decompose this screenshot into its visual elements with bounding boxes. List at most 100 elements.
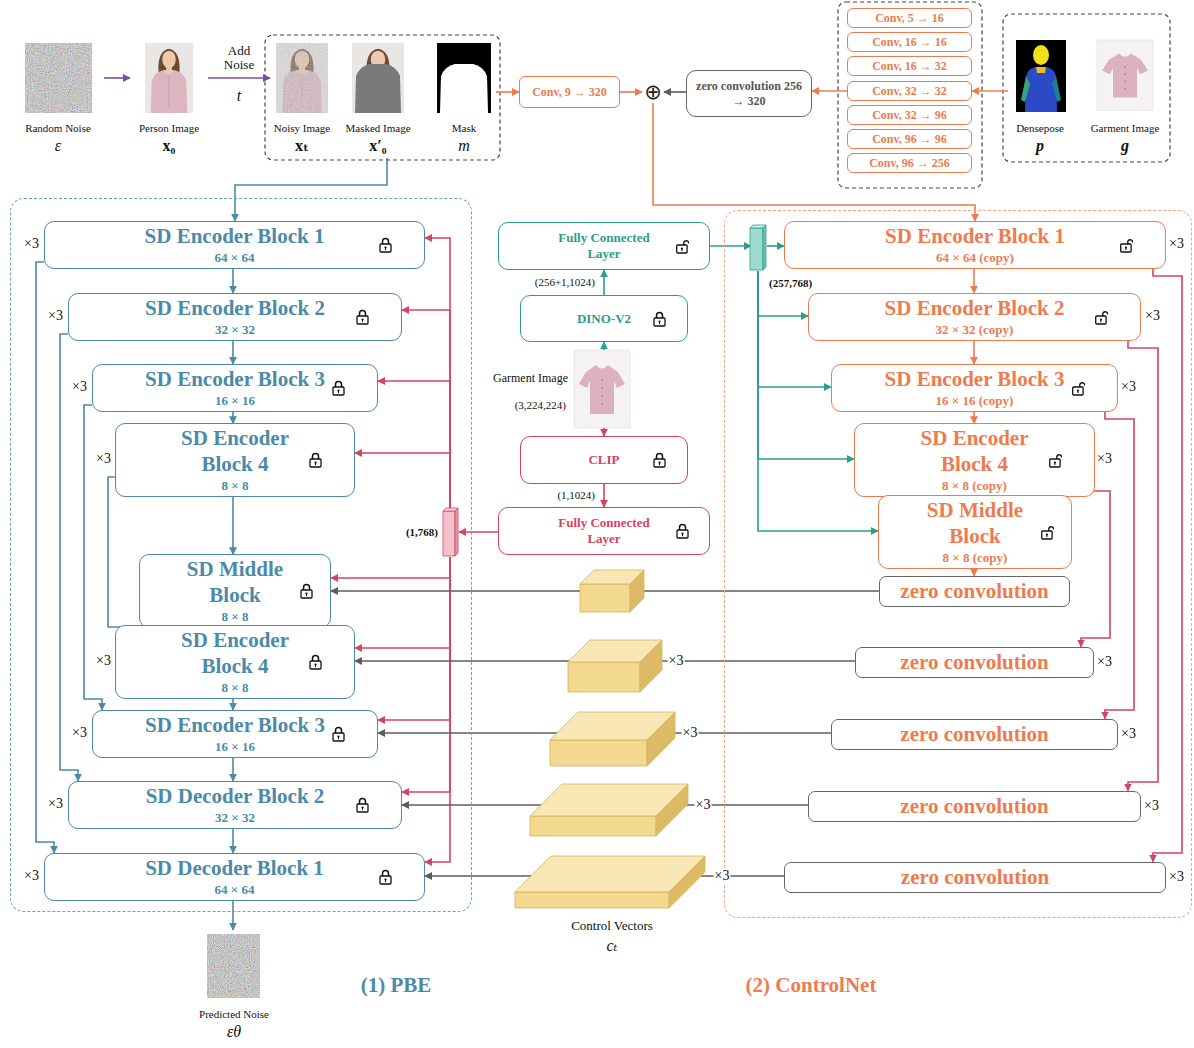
repeat-count: ×3 xyxy=(47,308,64,323)
unet-block-copy: SD Encoder Block 48 × 8 (copy) xyxy=(854,423,1095,496)
node-text: xₜ xyxy=(295,136,309,155)
connector-arrow xyxy=(104,77,130,79)
connector-arrow xyxy=(108,477,126,627)
node-text: SD Decoder Block 1 xyxy=(145,856,324,882)
connector-arrow xyxy=(232,497,234,555)
node-text: 8 × 8 (copy) xyxy=(943,550,1008,566)
connector-arrow xyxy=(459,531,498,533)
node-text: (1,768) xyxy=(406,526,438,539)
node-text: SD Middle Block xyxy=(174,557,296,608)
conv-box: Conv, 32 → 96 xyxy=(847,105,972,126)
repeat-count: ×3 xyxy=(95,653,112,668)
annotation-label: cₜ xyxy=(605,937,618,955)
connector-arrow xyxy=(60,334,78,781)
connector-arrow xyxy=(36,262,54,853)
zero-conv-box: zero convolution xyxy=(784,862,1166,894)
connector-arrow xyxy=(973,269,975,293)
node-text: (3,224,224) xyxy=(515,399,566,412)
control-vector-cuboid xyxy=(647,712,675,766)
zero-conv-box: zero convolution xyxy=(831,719,1118,751)
connector-arrow xyxy=(664,91,686,93)
node-text: Conv, 96 → 96 xyxy=(872,132,947,147)
image-thumbnail: Denseposep xyxy=(1008,40,1072,158)
lock-icon xyxy=(309,452,322,468)
node-text: m xyxy=(458,136,470,155)
node-text: ε xyxy=(55,136,61,155)
feature-vector: (1,768) xyxy=(444,509,459,557)
feature-vector-bar xyxy=(750,228,763,270)
connector-arrow xyxy=(972,90,1008,92)
feature-vector-bar xyxy=(763,225,766,270)
node-text: zero convolution xyxy=(900,794,1048,820)
connector-arrow xyxy=(973,412,975,424)
node-text: SD Encoder Block 4 xyxy=(165,628,305,679)
node-text: SD Middle Block xyxy=(913,498,1037,549)
connector-arrow xyxy=(603,484,605,507)
node-text: 32 × 32 (copy) xyxy=(936,322,1014,338)
connector-arrow xyxy=(710,245,751,247)
node-text: 64 × 64 xyxy=(215,250,255,266)
image-thumbnail: Maskm xyxy=(432,40,496,158)
connector-arrow xyxy=(232,699,234,711)
node-text: Person Image xyxy=(139,122,199,135)
conv-box: Conv, 32 → 32 xyxy=(847,81,972,102)
unet-block: SD Middle Block8 × 8 xyxy=(139,554,331,627)
node-text: zero convolution xyxy=(900,650,1048,676)
connector-arrow xyxy=(355,557,450,648)
control-vector-cuboid xyxy=(640,640,662,692)
lock-icon xyxy=(379,237,392,253)
edge-label: ×3 xyxy=(714,868,731,883)
unet-block: SD Decoder Block 232 × 32 xyxy=(68,781,402,829)
node-text: SD Encoder Block 1 xyxy=(145,224,325,250)
repeat-count: ×3 xyxy=(1120,379,1137,394)
unlock-icon xyxy=(1049,452,1062,468)
node-text: x₀ xyxy=(163,136,176,155)
feature-vector: (257,768) xyxy=(751,226,767,271)
node-text: 16 × 16 (copy) xyxy=(936,393,1014,409)
node-text: Conv, 96 → 256 xyxy=(869,156,950,171)
feature-vector-bar xyxy=(455,508,458,556)
node-text: DINO-V2 xyxy=(577,311,631,327)
garment-image xyxy=(574,350,630,428)
connector-arrow xyxy=(232,901,234,930)
connector-arrow xyxy=(425,557,450,862)
connector-arrow xyxy=(620,91,642,93)
connector-arrow xyxy=(812,90,847,92)
repeat-count: ×3 xyxy=(95,451,112,466)
noise-image xyxy=(25,43,92,113)
node-text: zero convolution xyxy=(901,865,1049,891)
conv-box: Conv, 16 → 32 xyxy=(847,56,972,77)
connector-arrow xyxy=(653,103,975,221)
connector-arrow xyxy=(1128,341,1158,791)
node-text: 16 × 16 xyxy=(215,393,255,409)
node-text: Fully Connected Layer xyxy=(548,515,660,547)
repeat-count: ×3 xyxy=(1096,451,1113,466)
node-text: Noisy Image xyxy=(274,122,331,135)
node-text: zero convolution 256 → 320 xyxy=(693,79,805,108)
node-text: Conv, 32 → 32 xyxy=(872,84,947,99)
image-thumbnail: Garment Image(3,224,224) xyxy=(574,350,630,428)
unet-block: SD Encoder Block 48 × 8 xyxy=(115,423,355,496)
connector-arrow xyxy=(402,310,450,509)
connector-arrow xyxy=(1081,491,1110,647)
group-frame xyxy=(838,2,982,188)
unet-block: SD Encoder Block 48 × 8 xyxy=(115,625,355,698)
connector-arrow xyxy=(402,557,450,792)
edge-label: Add Noise xyxy=(217,44,261,73)
connector-arrow xyxy=(378,381,450,509)
node-text: p xyxy=(1036,136,1044,155)
feature-vector-bar xyxy=(443,511,455,556)
edge-label: ×3 xyxy=(682,725,699,740)
control-vector-cuboid xyxy=(656,784,688,836)
node-text: 16 × 16 xyxy=(215,739,255,755)
fc-layer-box: Fully Connected Layer xyxy=(498,222,710,270)
node-text: 8 × 8 xyxy=(222,680,249,696)
masked-image xyxy=(352,43,404,113)
noise-image xyxy=(207,934,260,998)
node-text: Predicted Noise xyxy=(199,1008,269,1021)
connector-arrow xyxy=(208,77,270,79)
unlock-icon xyxy=(1072,380,1085,396)
node-text: CLIP xyxy=(588,452,619,468)
node-text: SD Decoder Block 2 xyxy=(146,784,325,810)
unet-block: SD Encoder Block 164 × 64 xyxy=(44,221,425,269)
